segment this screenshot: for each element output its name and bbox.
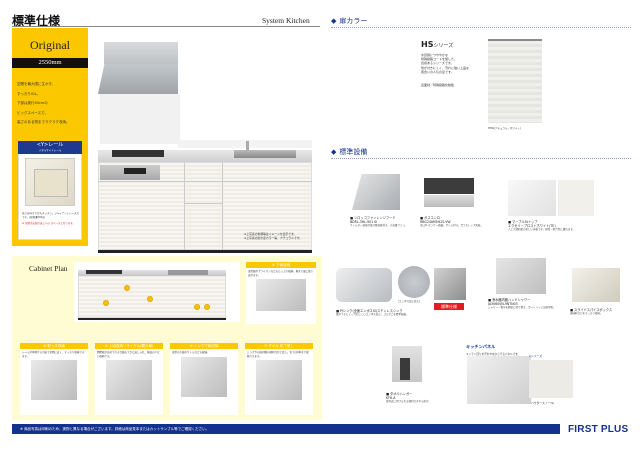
swatch-caption: HSW(ナチュラル・ホワイト)	[488, 127, 521, 130]
footer-note: ※ 商品写真は印刷のため、実物と異なる場合がございます。詳細は商品見本またはカッ…	[12, 424, 560, 434]
plan-card-4: ④ シンク下段収納 深型の大鍋やケトルなども収納。	[170, 343, 238, 415]
marker-1	[103, 300, 109, 306]
countertop-image	[508, 180, 556, 216]
waste-basket-image	[434, 268, 466, 300]
door-color-swatch	[488, 39, 542, 123]
header-divider	[12, 26, 320, 27]
door-color-heading: ◆扉カラー	[331, 17, 368, 25]
equipment-spice-box: ■ スライドスパイスボックス 調味料などをすっきり収納。	[570, 308, 613, 316]
plan-card-3: ③ 上段収納リサイクル(開き扉) 開閉幅が広めで大きな鍋もラクに出し入れ、無駄の…	[95, 343, 163, 415]
emboss-image	[398, 266, 430, 298]
plan-card-1: ① 下段収納 深型鍋やフライパンなどもたっぷり収納。奥まで楽に取り出せます。	[246, 262, 316, 324]
gas-stove	[112, 150, 164, 157]
page-title: 標準仕様	[12, 14, 61, 28]
range-hood	[98, 64, 178, 94]
marker-2	[124, 285, 130, 291]
marker-3	[147, 296, 153, 302]
equipment-towel-hanger: ■ タオルハンガー KTH-A 扉付近に付けられる便利なタオル掛け。	[386, 392, 431, 404]
range-hood-duct	[104, 42, 178, 64]
y-rail-header: <Y>レール メタルサイドレール	[18, 141, 82, 154]
drawer-image	[25, 158, 75, 206]
faucet-image	[496, 258, 546, 294]
plan-card-2: ② 取っ手収納 レールが本体から引出で全開に近く、すっきり収納できます。	[20, 343, 88, 415]
gas-stove-image	[424, 178, 474, 194]
size-label: 2550mm	[12, 58, 88, 68]
marker-5	[204, 304, 210, 310]
plan-card-5: ⑤ タオル 包丁差し シンク下の扉内側の便利な包丁差し。包丁は4本まで収納できま…	[245, 343, 313, 415]
original-title: Original	[30, 38, 70, 52]
kitchen-panel-swatch	[529, 360, 573, 398]
countertop-swatch	[558, 180, 594, 216]
faucet	[246, 141, 249, 151]
y-rail-note: 高さ方向すりがたキッチン。ジャイアントレーススです。(耐荷重30kg)	[22, 212, 80, 219]
original-description: 空間を最大限に生かす、 すっきりIOL。 下部は奥行45cmの ビッグスペースで…	[17, 82, 70, 124]
range-hood-image	[352, 174, 400, 210]
hs-material: 扉面材／特殊樹脂化粧板	[421, 83, 455, 87]
kitchen-panel-swatch-caption: パウダースノー(S)	[531, 401, 555, 405]
spice-box-image	[572, 268, 620, 302]
standard-badge: 標準仕様	[434, 303, 464, 310]
standard-equipment-heading: ◆標準設備	[331, 148, 368, 156]
equipment-gas-stove: ■ ガスコンロ RBG24AM5H2S-VW 全口Si センサー搭載。グリル付き…	[420, 216, 483, 228]
kitchen-panel-title: キッチンパネル	[466, 344, 496, 349]
page-subtitle: System Kitchen	[262, 16, 310, 25]
equipment-faucet: ■ 浄水器内蔵ハンドシャワー JA3060VN-9NTN03 シャワー・整水を簡…	[488, 298, 556, 310]
kitchen-panel-image	[467, 356, 531, 404]
kitchen-panel-subtitle: キッチン回りを汚れや水から守るパネルです。	[466, 353, 521, 356]
hs-series-title: HSシリーズ	[421, 40, 454, 49]
brand-logo: FIRST PLUS	[568, 424, 629, 435]
equipment-sink: ■ PJシンク(全面エンボスSI)ステンレスシンク 傷がつきにくく汚れにくいエン…	[336, 309, 409, 317]
hs-series-description: 木目調につややかな 特殊樹脂コートを施した、 質感あるシリーズです。 傷が付きに…	[421, 53, 469, 74]
marker-4	[194, 304, 200, 310]
sink	[234, 150, 296, 158]
cabinet-plan-title: Cabinet Plan	[29, 264, 68, 273]
equipment-range-hood: ■ シロッコファンレンジフード BDRL-3HL-901 SI フィルター清掃が…	[350, 216, 408, 228]
y-rail-note-red: ※ 全開引出部引出しへの スペースとなります。	[22, 222, 76, 225]
equipment-countertop: ■ マーブルStトップ エクセリーブロストホワイト(TE) 人工大理石製の美しい…	[508, 220, 576, 232]
kitchen-image-note: ※上写真の色柄等はイメージを表示です。 ※上写真の扉の扉カラー等、ナチュラルです…	[244, 232, 303, 240]
kitchen-panel-series: Cシリーズ	[529, 354, 543, 358]
diamond-icon: ◆	[331, 17, 337, 25]
diamond-icon: ◆	[331, 148, 337, 156]
sink-image	[336, 268, 392, 302]
